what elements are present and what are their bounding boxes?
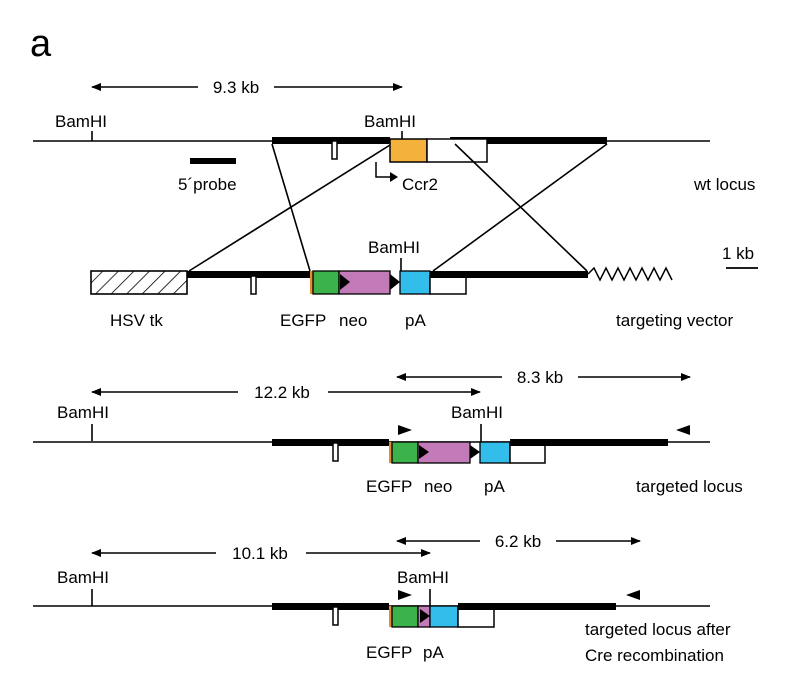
transcription-start-arrowhead <box>390 172 398 182</box>
ccr2-label: Ccr2 <box>402 175 438 194</box>
probe-label: 5´probe <box>178 175 237 194</box>
cre-bamhi-mid: BamHI <box>397 568 449 587</box>
wt-distance-label: 9.3 kb <box>213 78 259 97</box>
wt-exon-small <box>331 140 338 160</box>
wt-homology-arm-left <box>272 137 390 144</box>
cre-short-label: 6.2 kb <box>495 532 541 551</box>
cre-short-label-bg <box>480 530 556 552</box>
targeted-short-label: 8.3 kb <box>517 368 563 387</box>
vector-arm-left <box>187 271 311 278</box>
vector-pa-box <box>399 270 431 295</box>
cre-locus-label-1: targeted locus after <box>585 620 731 639</box>
targeted-bamhi-mid: BamHI <box>451 403 503 422</box>
probe-bar <box>190 158 236 164</box>
cre-primer-forward <box>398 590 412 600</box>
vector-egfp-box <box>312 270 340 295</box>
wt-locus: 9.3 kb BamHI BamHI 5´probe Ccr2 wt locus <box>33 76 755 194</box>
wt-bamhi-right: BamHI <box>364 112 416 131</box>
cre-primer-reverse <box>626 590 640 600</box>
hsv-tk-box <box>90 270 188 295</box>
targeted-pa-box <box>479 441 511 464</box>
vector-exon-small <box>250 275 257 295</box>
wt-distance-label-bg <box>198 76 274 98</box>
targeted-pa-label: pA <box>484 477 505 496</box>
targeted-loxp-2 <box>470 445 480 459</box>
panel-label: a <box>30 23 52 65</box>
targeted-arm-right <box>510 439 668 446</box>
cre-long-label-bg <box>216 542 306 564</box>
ccr2-coding-box <box>389 138 428 163</box>
hsv-tk-label: HSV tk <box>110 311 163 330</box>
cre-egfp-label: EGFP <box>366 643 412 662</box>
targeted-lox-site <box>389 442 392 463</box>
wt-bamhi-left: BamHI <box>55 112 107 131</box>
cre-pa-label: pA <box>423 643 444 662</box>
cre-arm-left <box>272 603 389 610</box>
vector-loxp-1 <box>340 274 350 290</box>
vector-utr-box <box>429 275 467 295</box>
targeted-egfp-label: EGFP <box>366 477 412 496</box>
ccr2-utr-box <box>426 138 488 163</box>
targeted-long-label-bg <box>238 381 328 403</box>
scale-bar: 1 kb <box>722 244 758 269</box>
targeted-loxp-1 <box>419 445 429 459</box>
vector-egfp-label: EGFP <box>280 311 326 330</box>
vector-loxp-2 <box>390 274 400 290</box>
cre-locus: 10.1 kb 6.2 kb BamHI BamHI EGFP pA targe… <box>33 530 731 665</box>
targeted-locus: 12.2 kb 8.3 kb BamHI BamHI EGFP neo pA t… <box>33 366 743 496</box>
cre-long-label: 10.1 kb <box>232 544 288 563</box>
targeted-bamhi-left: BamHI <box>57 403 109 422</box>
vector-bamhi: BamHI <box>368 238 420 257</box>
cre-bamhi-left: BamHI <box>57 568 109 587</box>
targeted-exon-small <box>332 442 339 462</box>
cre-lox-site <box>389 606 392 627</box>
cre-loxp <box>420 609 430 623</box>
targeted-locus-label: targeted locus <box>636 477 743 496</box>
cre-locus-label-2: Cre recombination <box>585 646 724 665</box>
cre-egfp-box <box>391 605 419 628</box>
targeted-egfp-box <box>391 441 419 464</box>
targeted-neo-label: neo <box>424 477 452 496</box>
targeted-primer-reverse <box>676 425 690 435</box>
recombination-lines <box>188 143 608 272</box>
wt-locus-label: wt locus <box>693 175 755 194</box>
vector-pa-label: pA <box>405 311 426 330</box>
vector-lox-site <box>310 271 313 294</box>
vector-arm-right <box>430 271 588 278</box>
cre-arm-right <box>458 603 616 610</box>
targeted-arm-left <box>272 439 389 446</box>
plasmid-backbone-wavy <box>587 266 673 282</box>
cre-exon-small <box>332 606 339 626</box>
targeting-vector: BamHI HSV tk EGFP neo pA targeting vecto… <box>90 238 734 330</box>
vector-neo-label: neo <box>339 311 367 330</box>
targeted-long-label: 12.2 kb <box>254 383 310 402</box>
scale-label: 1 kb <box>722 244 754 263</box>
vector-label: targeting vector <box>616 311 734 330</box>
targeted-primer-forward <box>398 425 412 435</box>
transcription-start-arrow <box>375 162 391 178</box>
cre-pa-box <box>429 605 459 628</box>
targeted-short-label-bg <box>502 366 578 388</box>
wt-homology-arm-right <box>450 137 607 144</box>
